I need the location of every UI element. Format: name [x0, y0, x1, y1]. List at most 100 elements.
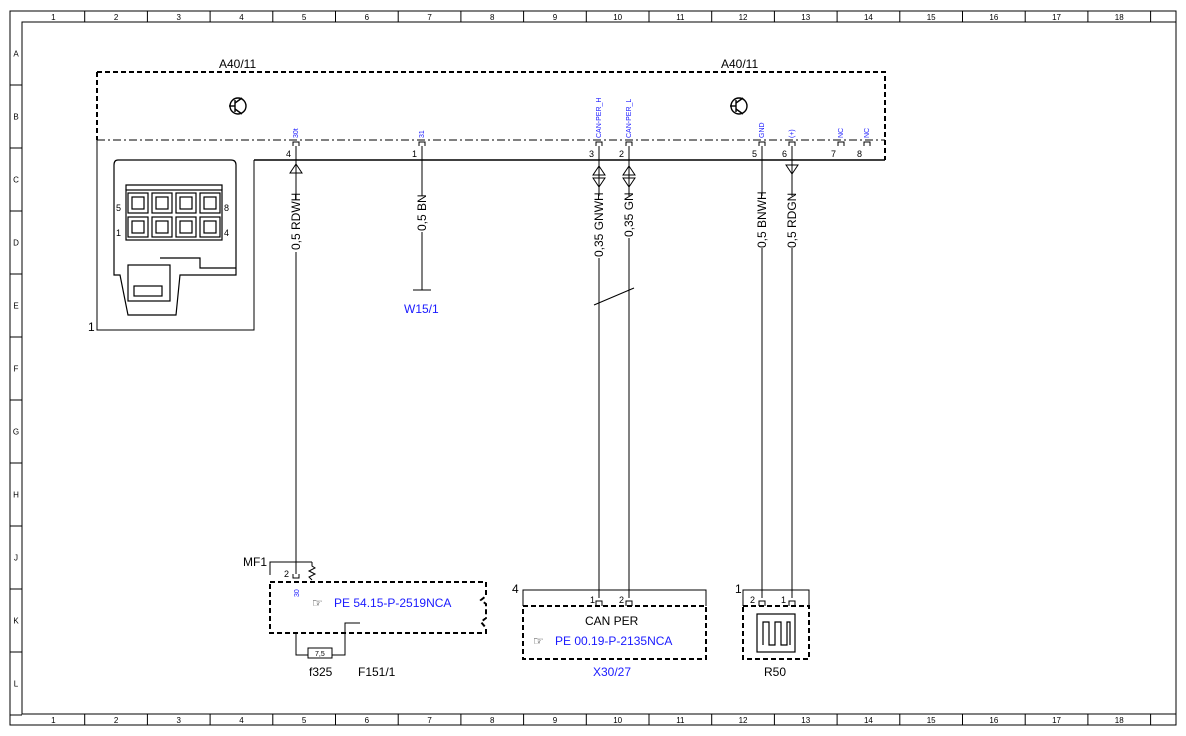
pin-name: GND: [759, 122, 766, 138]
mf1-bracket: [269, 561, 317, 581]
pin-name: CAN-PER_H: [596, 98, 603, 138]
pin-name: NC: [838, 128, 845, 138]
connector-pin-4: 4: [224, 228, 229, 238]
column-label: 15: [927, 716, 936, 725]
pin-name: (+): [789, 129, 796, 138]
connector-pin-8: 8: [224, 203, 229, 213]
connector-pin-5: 5: [116, 203, 121, 213]
hand-pointer-icon: ☞: [533, 634, 544, 648]
pin-number: 6: [782, 149, 787, 159]
module-pins: 430t1313CAN-PER_H2CAN-PER_L5GND6(+)7NC8N…: [286, 98, 871, 159]
column-label: 7: [427, 716, 432, 725]
bidirectional-arrow-icon: [592, 165, 606, 188]
pin-number: 5: [752, 149, 757, 159]
mf1-pin: 2: [284, 569, 289, 579]
wire-label: 0,5 BNWH: [755, 191, 769, 248]
row-label: K: [13, 617, 19, 626]
column-label: 11: [676, 13, 685, 22]
x30-pe-link[interactable]: PE 00.19-P-2135NCA: [555, 634, 672, 648]
x30-ref: 4: [512, 582, 519, 596]
column-label: 13: [801, 13, 810, 22]
column-label: 16: [989, 716, 998, 725]
column-label: 5: [302, 716, 307, 725]
hand-pointer-icon: ☞: [312, 596, 323, 610]
x30-box: [522, 589, 707, 660]
row-label: D: [13, 239, 19, 248]
pin-name: NC: [864, 128, 871, 138]
column-label: 11: [676, 716, 685, 725]
frame: [9, 10, 1177, 726]
w15-link[interactable]: W15/1: [404, 302, 439, 316]
pin-number: 4: [286, 149, 291, 159]
pin-number: 7: [831, 149, 836, 159]
x30-label[interactable]: X30/27: [593, 665, 631, 679]
connector-cavity-inner: [131, 220, 145, 234]
column-label: 2: [114, 716, 119, 725]
pin-marker: [758, 141, 766, 146]
column-label: 2: [114, 13, 119, 22]
connector-cavity: [175, 216, 197, 238]
column-label: 13: [801, 716, 810, 725]
column-label: 10: [613, 13, 622, 22]
row-label: L: [14, 680, 19, 689]
a40-module-box: [96, 71, 886, 331]
a40-label-right: A40/11: [721, 57, 758, 71]
pin-number: 1: [412, 149, 417, 159]
wires: [295, 146, 793, 598]
column-label: 15: [927, 13, 936, 22]
column-label: 9: [553, 716, 558, 725]
pin-name: 31: [419, 130, 426, 138]
row-label: F: [14, 365, 19, 374]
connector-cavity-inner: [131, 196, 145, 210]
connector-icon: [113, 159, 237, 316]
column-label: 17: [1052, 13, 1061, 22]
pin-number: 2: [619, 149, 624, 159]
x30-title: CAN PER: [585, 614, 639, 628]
pin-marker: [595, 141, 603, 146]
row-label: E: [13, 302, 18, 311]
pin-number: 3: [589, 149, 594, 159]
column-label: 14: [864, 13, 873, 22]
wire-label: 0,35 GNWH: [592, 192, 606, 257]
f151-pe-link[interactable]: PE 54.15-P-2519NCA: [334, 596, 451, 610]
column-label: 3: [177, 13, 182, 22]
connector-cavity: [151, 192, 173, 214]
column-label: 6: [365, 13, 370, 22]
column-label: 18: [1115, 716, 1124, 725]
arrow-down-icon: [785, 164, 799, 175]
column-label: 10: [613, 716, 622, 725]
connector-cavity-inner: [179, 196, 193, 210]
f151-label: F151/1: [358, 665, 396, 679]
row-label: A: [13, 50, 19, 59]
pin-marker: [625, 141, 633, 146]
row-label: B: [13, 113, 18, 122]
column-ruler: 1122334455667788991010111112121313141415…: [51, 11, 1152, 725]
wire-label: 0,5 RDWH: [289, 193, 303, 250]
column-label: 5: [302, 13, 307, 22]
connector-cavity: [127, 216, 149, 238]
wire-label-backgrounds: [290, 196, 798, 258]
pin-number: 8: [857, 149, 862, 159]
wire-label: 0,35 GN: [622, 192, 636, 237]
x30-pin-markers: [595, 600, 633, 606]
mf1-pin-name: 30: [294, 589, 301, 597]
column-label: 12: [739, 716, 748, 725]
connector-cavity: [175, 192, 197, 214]
connector-cavity: [199, 216, 221, 238]
arrow-up-icon: [289, 163, 303, 174]
pin-marker: [863, 141, 871, 146]
column-label: 7: [427, 13, 432, 22]
r50-box: [742, 589, 810, 660]
connector-cavity: [151, 216, 173, 238]
column-label: 17: [1052, 716, 1061, 725]
r50-pin-markers: [758, 600, 796, 606]
column-label: 4: [239, 716, 244, 725]
x30-pin-1: 1: [590, 595, 595, 605]
transistor-icon: [229, 97, 247, 115]
connector-cavity: [127, 192, 149, 214]
fuse-icon: [295, 622, 360, 659]
r50-ref: 1: [735, 582, 742, 596]
pin-name: CAN-PER_L: [626, 99, 633, 138]
